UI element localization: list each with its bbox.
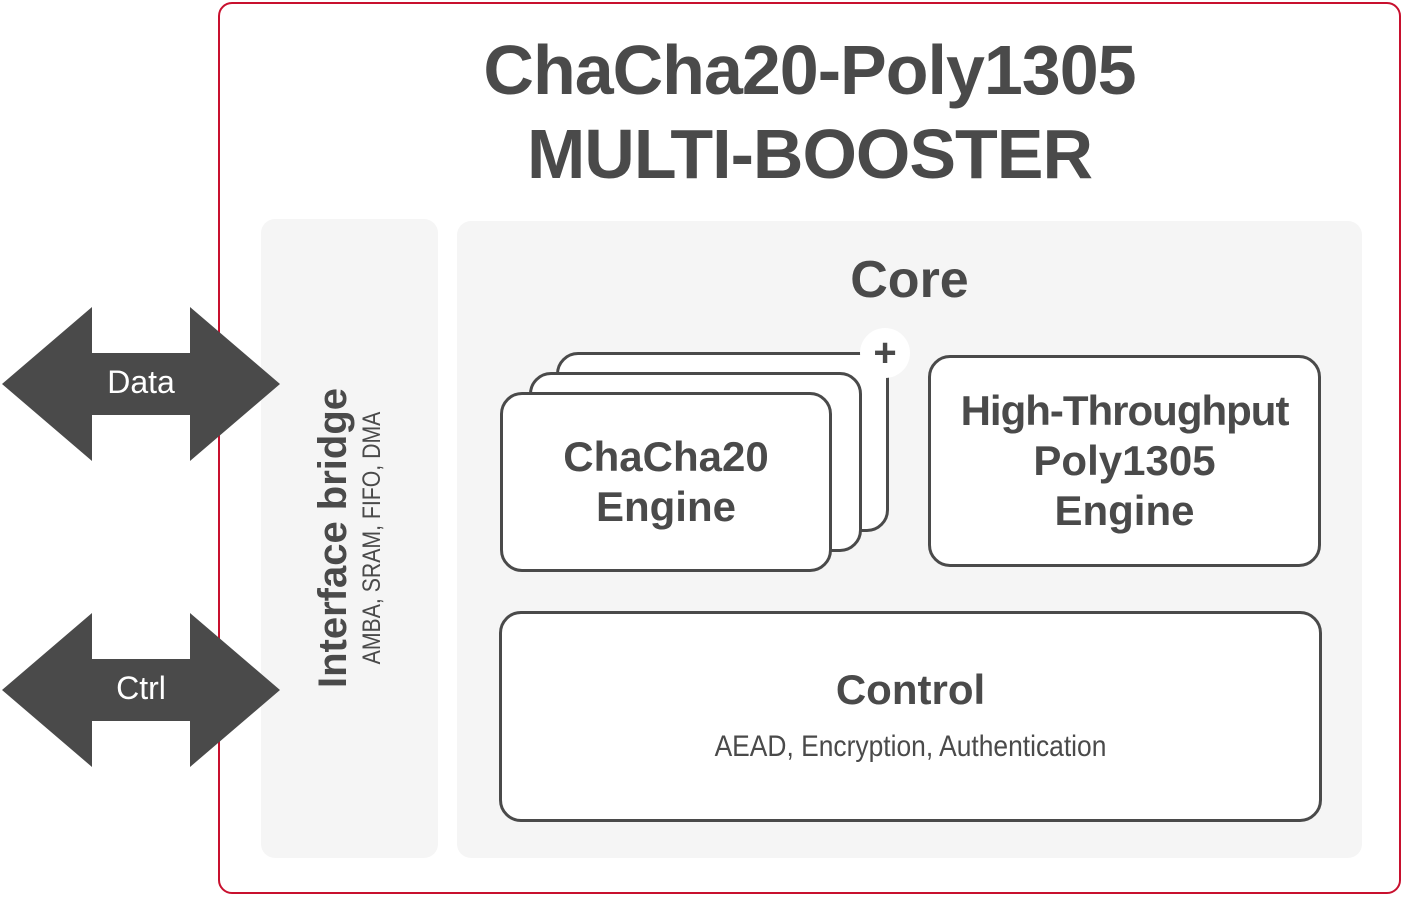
title-line-2: MULTI-BOOSTER bbox=[526, 115, 1093, 193]
ctrl-arrow-label: Ctrl bbox=[116, 670, 166, 706]
poly1305-engine-line-2: Poly1305 bbox=[1033, 437, 1216, 484]
control-title: Control bbox=[835, 666, 986, 713]
interface-bridge-text: Interface bridge AMBA, SRAM, FIFO, DMA bbox=[311, 388, 389, 688]
ctrl-double-arrow-icon bbox=[2, 613, 280, 767]
interface-bridge-title: Interface bridge bbox=[311, 387, 355, 689]
interface-bridge-subtitle: AMBA, SRAM, FIFO, DMA bbox=[358, 411, 386, 665]
diagram-title: ChaCha20-Poly1305 MULTI-BOOSTER bbox=[218, 28, 1401, 196]
interface-bridge-panel bbox=[261, 219, 438, 858]
chacha-engine-box bbox=[500, 392, 832, 572]
chacha-engine-line-1: ChaCha20 bbox=[563, 433, 769, 480]
data-double-arrow-icon bbox=[2, 307, 280, 461]
core-title: Core bbox=[850, 251, 969, 309]
poly1305-engine-label: High-Throughput Poly1305 Engine bbox=[928, 386, 1321, 536]
ctrl-arrow-shape bbox=[2, 613, 280, 767]
poly1305-engine-box bbox=[928, 355, 1321, 567]
chacha-engine-line-2: Engine bbox=[595, 483, 736, 530]
plus-icon: + bbox=[860, 328, 910, 378]
poly1305-engine-line-1: High-Throughput bbox=[960, 387, 1290, 434]
control-subtitle: AEAD, Encryption, Authentication bbox=[714, 730, 1107, 763]
data-arrow-label: Data bbox=[107, 364, 175, 400]
control-box bbox=[499, 611, 1322, 822]
data-arrow-shape bbox=[2, 307, 280, 461]
title-line-1: ChaCha20-Poly1305 bbox=[483, 31, 1136, 109]
chacha-engine-label: ChaCha20 Engine bbox=[500, 432, 832, 532]
poly1305-engine-line-3: Engine bbox=[1054, 487, 1195, 534]
